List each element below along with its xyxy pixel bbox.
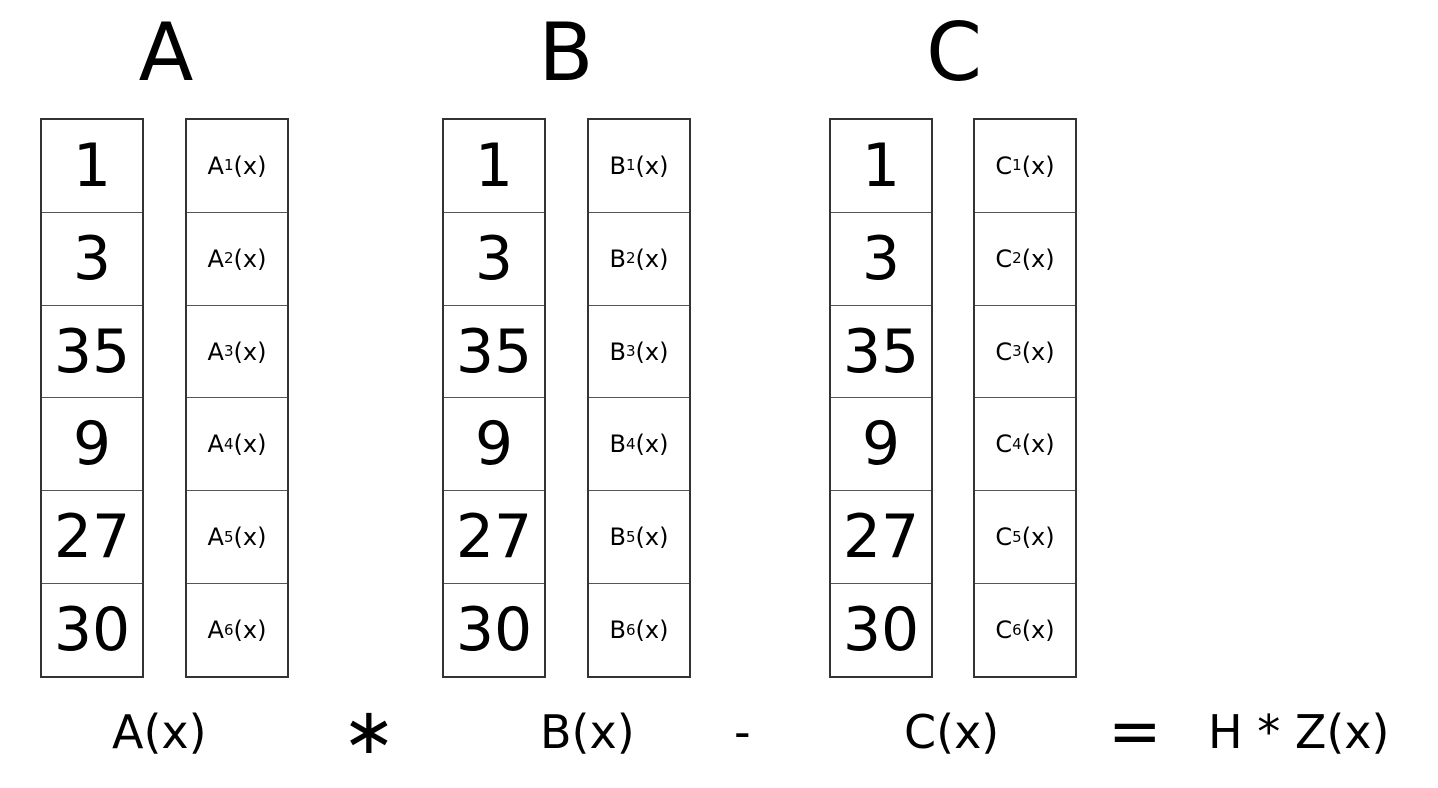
value-cell: 27 (42, 491, 142, 585)
value-cell: 1 (831, 120, 931, 213)
equals-operator: = (1108, 695, 1162, 769)
group-b-values-column: 1 3 35 9 27 30 (442, 118, 546, 678)
b-of-x-label: B(x) (540, 705, 635, 759)
c-of-x-label: C(x) (904, 705, 1000, 759)
value-cell: 1 (444, 120, 544, 213)
value-cell: 9 (444, 398, 544, 492)
value-cell: 35 (444, 306, 544, 399)
value-cell: 3 (42, 213, 142, 306)
value-cell: 9 (831, 398, 931, 492)
group-a-values-column: 1 3 35 9 27 30 (40, 118, 144, 678)
a-of-x-label: A(x) (112, 705, 207, 759)
group-c-values-column: 1 3 35 9 27 30 (829, 118, 933, 678)
value-cell: 9 (42, 398, 142, 492)
group-b-heading: B (538, 6, 594, 99)
multiply-operator: ∗ (342, 695, 396, 769)
value-cell: 3 (444, 213, 544, 306)
minus-operator: - (734, 705, 751, 759)
value-cell: 1 (42, 120, 142, 213)
value-cell: 35 (831, 306, 931, 399)
value-cell: 27 (444, 491, 544, 585)
value-cell: 3 (831, 213, 931, 306)
group-a-heading: A (138, 6, 194, 99)
value-cell: 30 (53, 595, 131, 666)
value-cell: 27 (831, 491, 931, 585)
result-expression: H * Z(x) (1208, 705, 1390, 759)
value-cell: 35 (42, 306, 142, 399)
group-c-heading: C (926, 6, 982, 99)
value-cell: 30 (455, 595, 533, 666)
value-cell: 30 (842, 595, 920, 666)
